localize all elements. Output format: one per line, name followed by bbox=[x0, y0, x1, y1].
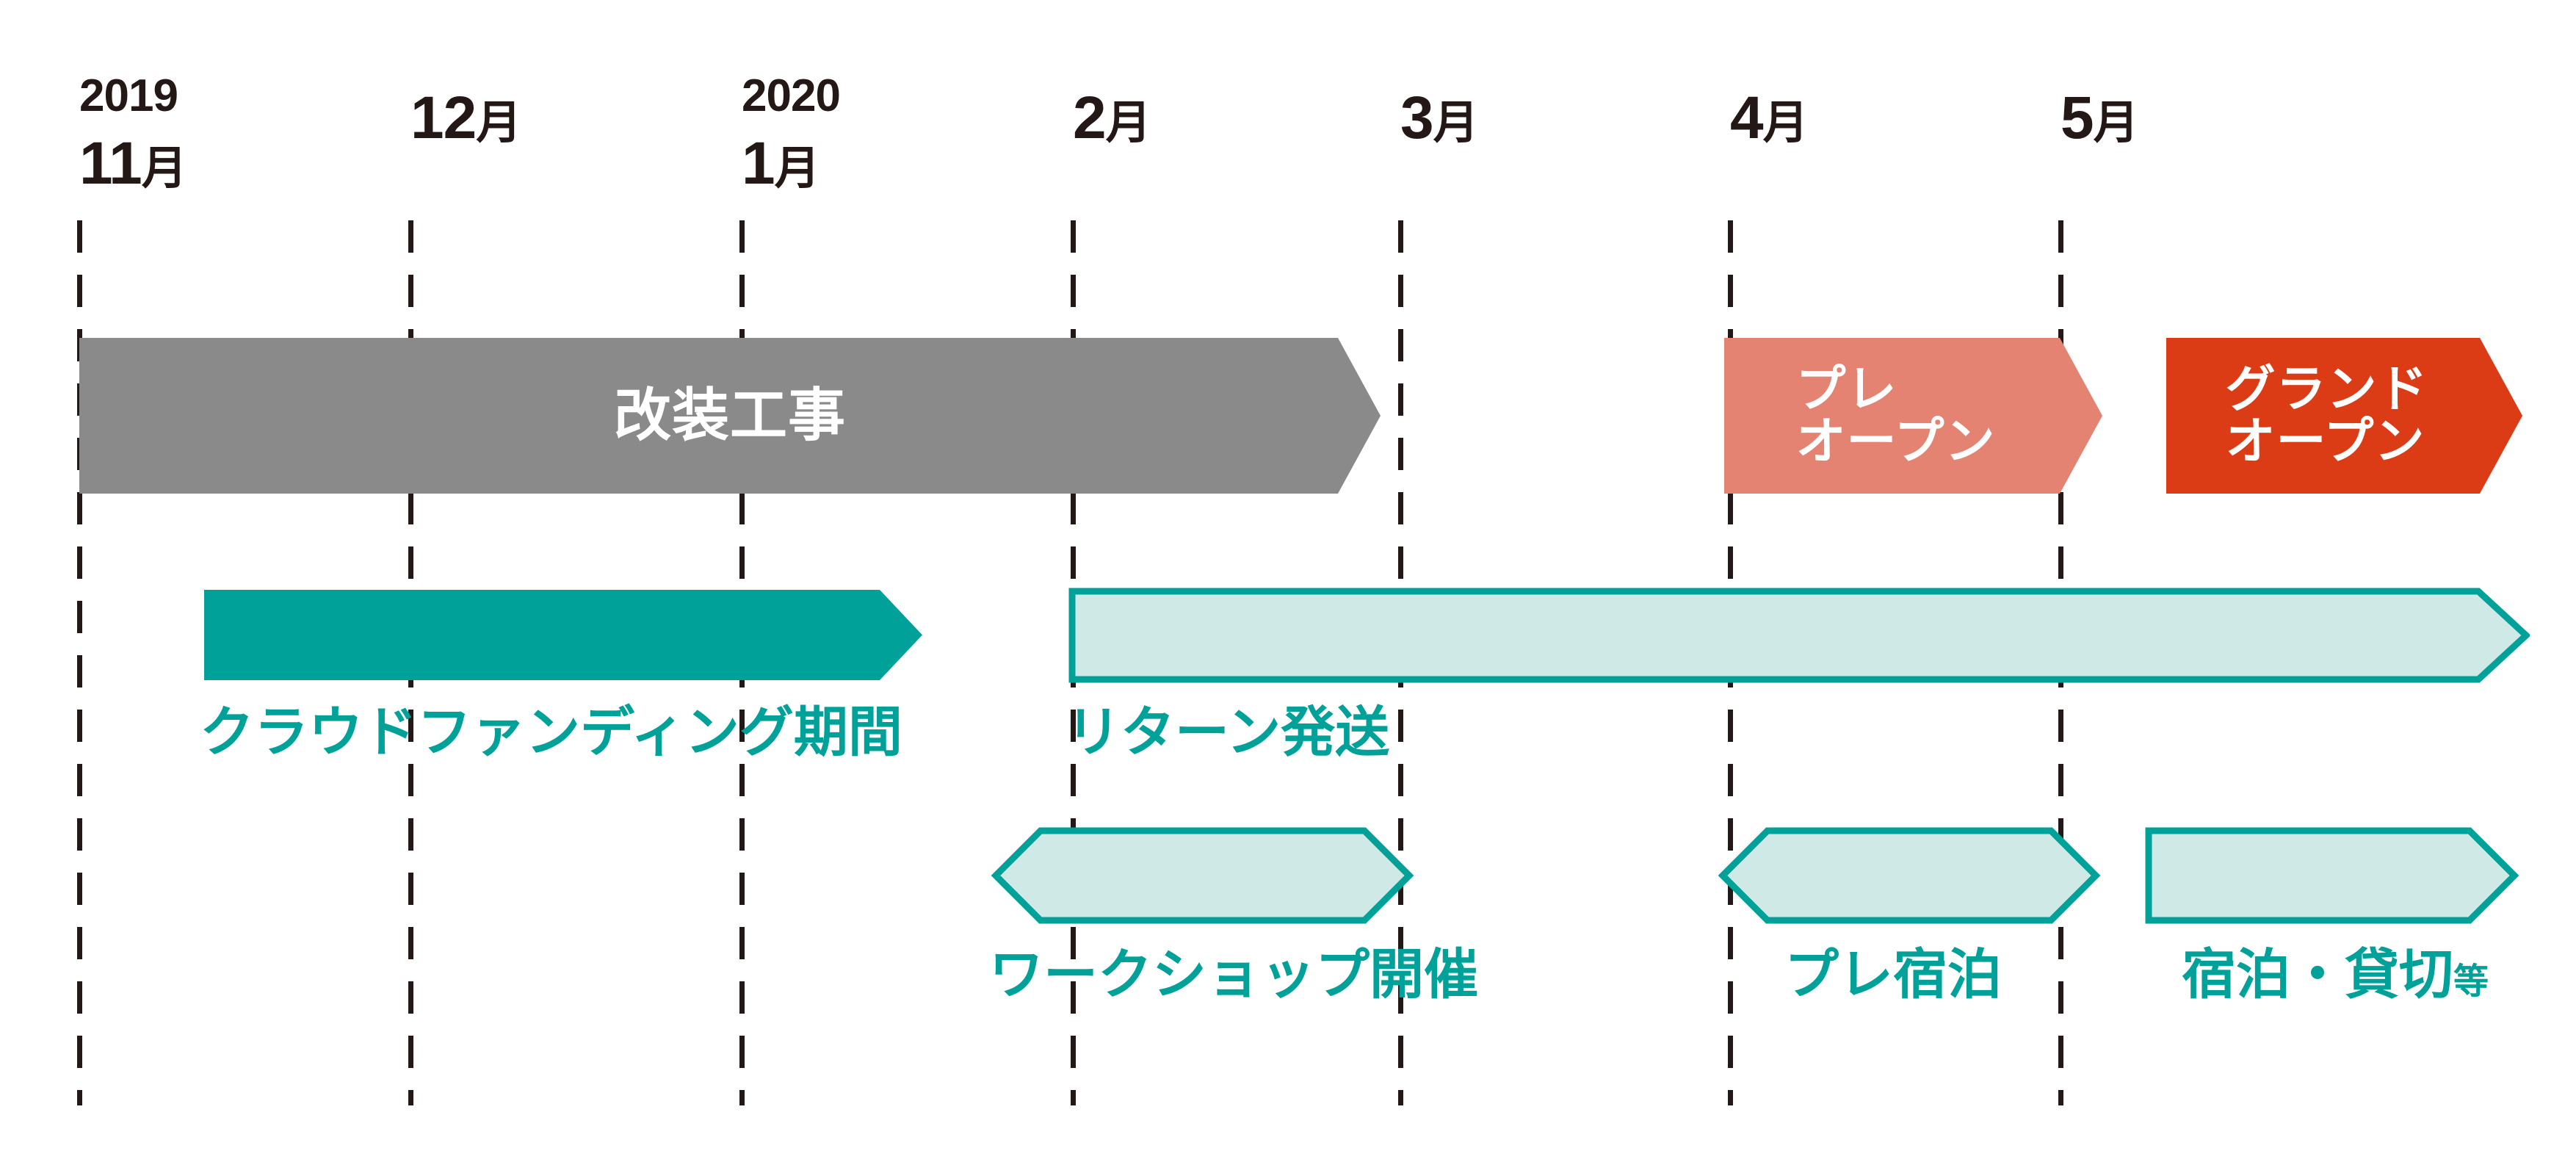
bar-stay-rental-label: 宿泊・貸切等 bbox=[2182, 948, 2489, 1002]
stay-rental-main-text: 宿泊・貸切 bbox=[2181, 944, 2453, 1005]
return-shipping-arrow-shape bbox=[1068, 588, 2530, 683]
gridline-2019-11 bbox=[77, 220, 82, 1105]
bar-pre-open[interactable]: プレ オープン bbox=[1724, 338, 2102, 494]
bar-workshop[interactable] bbox=[991, 826, 1414, 925]
stay-rental-arrow-shape bbox=[2145, 827, 2519, 924]
pre-stay-hexagon-shape bbox=[1718, 827, 2100, 924]
bar-pre-open-label: プレ オープン bbox=[1795, 361, 1996, 469]
bar-stay-rental[interactable] bbox=[2144, 826, 2519, 925]
bar-grand-open[interactable]: グランド オープン bbox=[2166, 338, 2522, 494]
bar-pre-stay[interactable] bbox=[1718, 826, 2100, 925]
workshop-hexagon-shape bbox=[991, 827, 1414, 924]
bar-workshop-label: ワークショップ開催 bbox=[989, 944, 1478, 1005]
bar-return-shipping[interactable] bbox=[1068, 588, 2530, 683]
bar-renovation[interactable]: 改装工事 bbox=[79, 338, 1381, 494]
bar-pre-stay-label: プレ宿泊 bbox=[1784, 944, 2002, 1005]
bar-return-shipping-label: リターン発送 bbox=[1066, 701, 1390, 762]
bar-crowdfunding-label: クラウドファンディング期間 bbox=[200, 701, 902, 762]
stay-rental-suffix-text: 等 bbox=[2453, 962, 2489, 1001]
bar-crowdfunding[interactable] bbox=[204, 590, 922, 680]
bar-grand-open-label: グランド オープン bbox=[2225, 361, 2428, 469]
bar-renovation-label: 改装工事 bbox=[613, 383, 846, 448]
